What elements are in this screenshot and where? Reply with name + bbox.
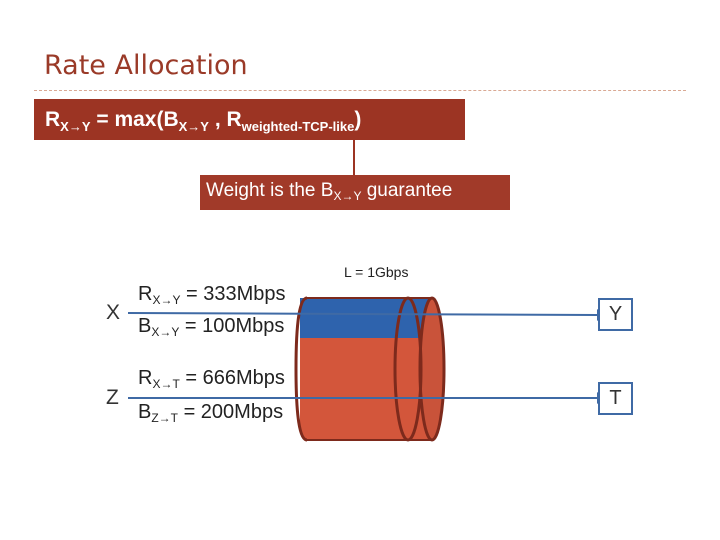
node-t-box: T — [598, 382, 633, 415]
rate-r-xt: RX→T = 666Mbps — [138, 367, 285, 391]
rate-b-xy-value: = 100Mbps — [179, 315, 284, 337]
node-x-label: X — [106, 301, 120, 325]
rate-b-xy: BX→Y = 100Mbps — [138, 315, 284, 339]
rate-r-xt-value: = 666Mbps — [180, 367, 285, 389]
node-y-box: Y — [598, 298, 633, 331]
rate-b-zt-sub: Z→T — [151, 411, 178, 425]
rate-r-xy: RX→Y = 333Mbps — [138, 283, 286, 307]
rate-r-xy-sub: X→Y — [152, 293, 180, 307]
node-z-label: Z — [106, 386, 119, 410]
pipe-back-rim — [420, 298, 444, 440]
rate-b-zt: BZ→T = 200Mbps — [138, 401, 283, 425]
rate-b-zt-value: = 200Mbps — [178, 401, 283, 423]
rate-r-xy-base: R — [138, 283, 152, 305]
rate-r-xt-base: R — [138, 367, 152, 389]
rate-b-xy-sub: X→Y — [151, 325, 179, 339]
rate-b-zt-base: B — [138, 401, 151, 423]
link-capacity-label: L = 1Gbps — [344, 264, 408, 280]
rate-r-xy-value: = 333Mbps — [180, 283, 285, 305]
rate-b-xy-base: B — [138, 315, 151, 337]
rate-r-xt-sub: X→T — [152, 377, 179, 391]
